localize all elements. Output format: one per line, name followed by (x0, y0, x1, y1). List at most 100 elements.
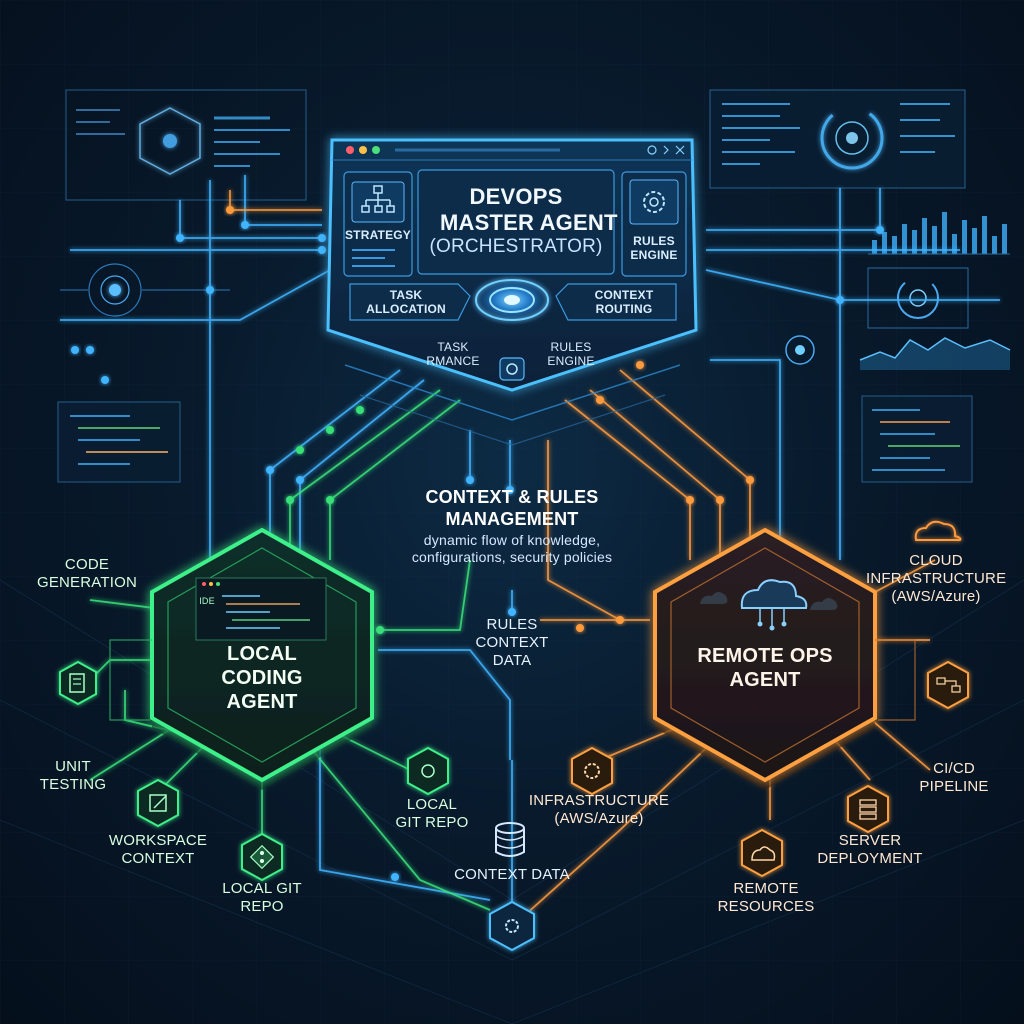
task-rmance-line1: TASK (437, 340, 469, 354)
local-git-repo-b-line2: GIT REPO (395, 814, 469, 831)
hexagon-network-icon (139, 107, 201, 175)
top-left-dashboard (65, 89, 307, 201)
code-icon (663, 145, 669, 155)
master-title-line2: MASTER AGENT (440, 210, 618, 235)
mini-bar (892, 236, 897, 254)
connector-dot (576, 624, 584, 632)
code-generation-label: CODE GENERATION (28, 556, 146, 592)
strategy-label: STRATEGY (344, 228, 412, 242)
hub-gear-icon-tile (489, 900, 535, 952)
workspace-context-line1: WORKSPACE (108, 832, 208, 849)
mini-bar (922, 218, 927, 254)
cloud-infrastructure-label: CLOUD INFRASTRUCTURE (AWS/Azure) (866, 552, 1006, 606)
workspace-context-line2: CONTEXT (121, 850, 195, 867)
master-title-line1: DEVOPS (469, 184, 563, 209)
connector-dot (241, 221, 249, 229)
local-title-line3: AGENT (226, 691, 298, 713)
mini-bar (942, 212, 947, 254)
right-bar-chart-widget (868, 212, 1010, 255)
cicd-line2: PIPELINE (919, 778, 989, 795)
connector-dot (318, 234, 326, 242)
gear-icon (506, 363, 518, 375)
unit-testing-label: UNIT TESTING (28, 758, 118, 794)
local-title-line2: CODING (221, 667, 303, 689)
mini-bar (932, 226, 937, 254)
connector-dot (226, 206, 234, 214)
local-git-repo-a-line1: LOCAL GIT (222, 880, 302, 897)
code-generation-line1: CODE (64, 556, 110, 573)
context-routing-label: CONTEXT ROUTING (572, 288, 676, 316)
window-close-dot (346, 146, 354, 154)
mini-bar (902, 224, 907, 254)
server-deployment-label: SERVER DEPLOYMENT (808, 832, 932, 868)
mini-bar (952, 234, 957, 254)
context-rules-heading-line1: CONTEXT & RULES (425, 487, 599, 507)
edit-icon-tile (137, 778, 179, 828)
local-agent-node (109, 527, 374, 790)
connector-dot (596, 396, 604, 404)
workspace-context-label: WORKSPACE CONTEXT (98, 832, 218, 868)
connector-dot (376, 626, 384, 634)
connector-dot (508, 608, 516, 616)
cloud-infra-line3: (AWS/Azure) (891, 588, 981, 605)
mini-bar (992, 236, 997, 254)
connector-dot (71, 346, 79, 354)
git-repo-icon-tile (407, 746, 449, 796)
master-agent-subtitle: (ORCHESTRATOR) (429, 236, 603, 257)
cloud-icon-tile (741, 828, 783, 878)
infrastructure-line2: (AWS/Azure) (554, 810, 644, 827)
connector-dot (286, 496, 294, 504)
cloud-infra-line2: INFRASTRUCTURE (866, 570, 1007, 587)
context-rules-description: dynamic flow of knowledge, configuration… (372, 532, 652, 566)
local-git-repo-label-a: LOCAL GIT REPO (212, 880, 312, 916)
gear-icon (846, 132, 858, 144)
task-allocation-line1: TASK (389, 288, 423, 302)
context-routing-line1: CONTEXT (594, 288, 654, 302)
connector-dot (326, 426, 334, 434)
task-rmance-line2: RMANCE (426, 354, 480, 368)
connector-dot (716, 496, 724, 504)
context-data-label: CONTEXT DATA (454, 866, 570, 883)
gear-icon-tile-orange (571, 746, 613, 796)
hierarchy-icon (361, 185, 395, 213)
remote-title-line2: AGENT (729, 669, 801, 691)
local-git-repo-label-b: LOCAL GIT REPO (384, 796, 480, 832)
connector-dot (636, 361, 644, 369)
window-maximize-dot (372, 146, 380, 154)
context-rules-heading: CONTEXT & RULES MANAGEMENT (382, 486, 642, 530)
mini-bar (982, 216, 987, 254)
connector-dot (176, 234, 184, 242)
task-allocation-line2: ALLOCATION (366, 302, 446, 316)
context-routing-line2: ROUTING (595, 302, 653, 316)
right-radar-widget (785, 267, 969, 365)
rules-engine-lower-line2: ENGINE (547, 354, 595, 368)
code-doc-icon-tile (59, 660, 97, 706)
mini-bar (882, 232, 887, 254)
rules-engine-line1: RULES (633, 234, 675, 248)
left-code-panel (57, 401, 181, 483)
remote-resources-line1: REMOTE (733, 880, 799, 897)
master-agent-panel (326, 138, 698, 446)
flow-line2: CONTEXT (475, 634, 549, 651)
connector-dot (326, 496, 334, 504)
local-git-repo-a-line2: REPO (240, 898, 284, 915)
connector-dots (71, 206, 884, 881)
cicd-line1: CI/CD (933, 760, 975, 777)
connector-dot (296, 446, 304, 454)
right-code-panel (861, 395, 973, 483)
flow-line1: RULES (486, 616, 538, 633)
connector-dot (356, 406, 364, 414)
rules-engine-lower-label: RULES ENGINE (536, 340, 606, 368)
connector-dot (836, 296, 844, 304)
rules-engine-line2: ENGINE (630, 248, 678, 262)
master-agent-title: DEVOPS MASTER AGENT (440, 184, 618, 236)
remote-agent-title: REMOTE OPS AGENT (680, 644, 850, 692)
cloud-icon (740, 579, 808, 631)
task-allocation-label: TASK ALLOCATION (356, 288, 456, 316)
mini-bar (872, 240, 877, 254)
pipeline-icon-tile (927, 660, 969, 710)
connector-dot (466, 476, 474, 484)
code-generation-line2: GENERATION (36, 574, 138, 591)
connector-dot (296, 476, 304, 484)
